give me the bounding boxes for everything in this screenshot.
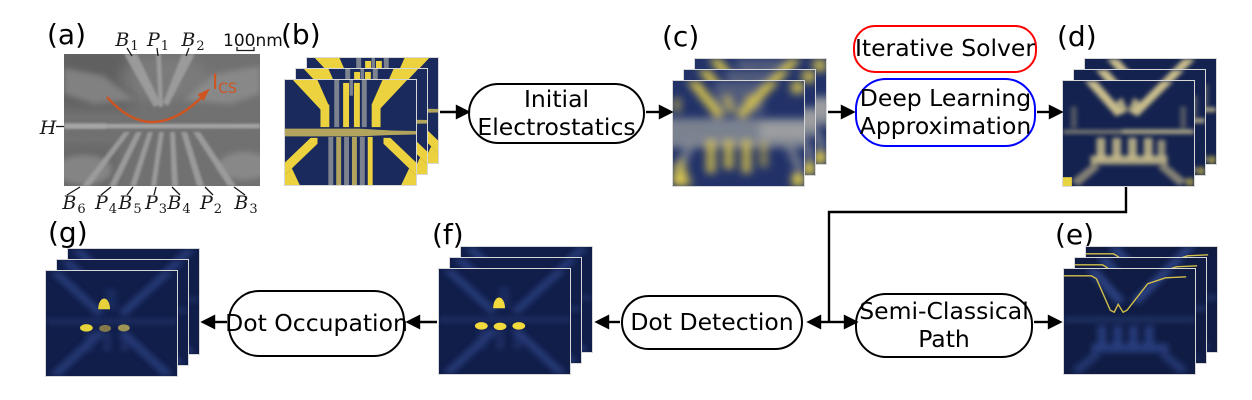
detected-dots (474, 297, 526, 331)
arrow-junction-to-dot-detection (806, 314, 822, 330)
gate-label-p2: P2 (199, 192, 223, 217)
panel-g-image (45, 270, 178, 377)
scale-bar-label: 100nm (223, 31, 283, 51)
arrow-approximation-to-d (1048, 104, 1064, 120)
current-arrow (106, 88, 210, 124)
panel-b-image (284, 79, 417, 186)
panel-e-image (1063, 268, 1196, 375)
panel-label-d: (d) (1057, 20, 1097, 53)
panel-c-stack (672, 58, 827, 187)
gate-label-p3: P3 (144, 192, 168, 217)
gate-label-b3: B3 (234, 192, 258, 217)
panel-d-stack (1062, 58, 1217, 187)
arrow-electrostatics-to-c (658, 104, 674, 120)
panel-label-b: (b) (281, 18, 321, 51)
dot-occupation-box: Dot Occupation (225, 290, 408, 357)
panel-label-c: (c) (662, 20, 700, 53)
arrow-dot-detection-to-f (594, 314, 610, 330)
panel-e-stack (1063, 246, 1218, 375)
current-label-ics: ICS (212, 70, 237, 97)
panel-label-f: (f) (432, 218, 464, 251)
gate-label-p4: P4 (94, 192, 118, 217)
arrow-dot-occupation-to-g (200, 314, 216, 330)
sem-image (64, 54, 260, 186)
arrow-b-to-electrostatics (455, 104, 471, 120)
panel-c-image (672, 80, 805, 187)
panel-b-stack (284, 57, 439, 186)
panel-f-stack (438, 246, 593, 375)
panel-g-stack (45, 248, 200, 377)
gate-label-p1: P1 (146, 29, 170, 54)
gate-label-b6: B6 (62, 192, 86, 217)
occupied-dots (79, 298, 130, 332)
sem-art (64, 54, 260, 186)
gate-label-b4: B4 (167, 192, 191, 217)
gate-label-b5: B5 (118, 192, 142, 217)
gate-label-b2: B2 (181, 29, 205, 54)
dot-detection-box: Dot Detection (621, 295, 803, 350)
panel-f-image (438, 268, 571, 375)
panel-label-a: (a) (47, 18, 87, 51)
arrow-f-to-dot-occupation (405, 314, 421, 330)
panel-d-image (1062, 80, 1195, 187)
wire-label-h: H (39, 117, 57, 139)
gate-label-b1: B1 (115, 29, 139, 54)
iterative-solver-box: Iterative Solver (853, 25, 1037, 73)
arrow-c-to-approximation (840, 104, 856, 120)
arrow-semi-classical-to-e (1047, 314, 1063, 330)
panel-label-g: (g) (48, 216, 88, 249)
